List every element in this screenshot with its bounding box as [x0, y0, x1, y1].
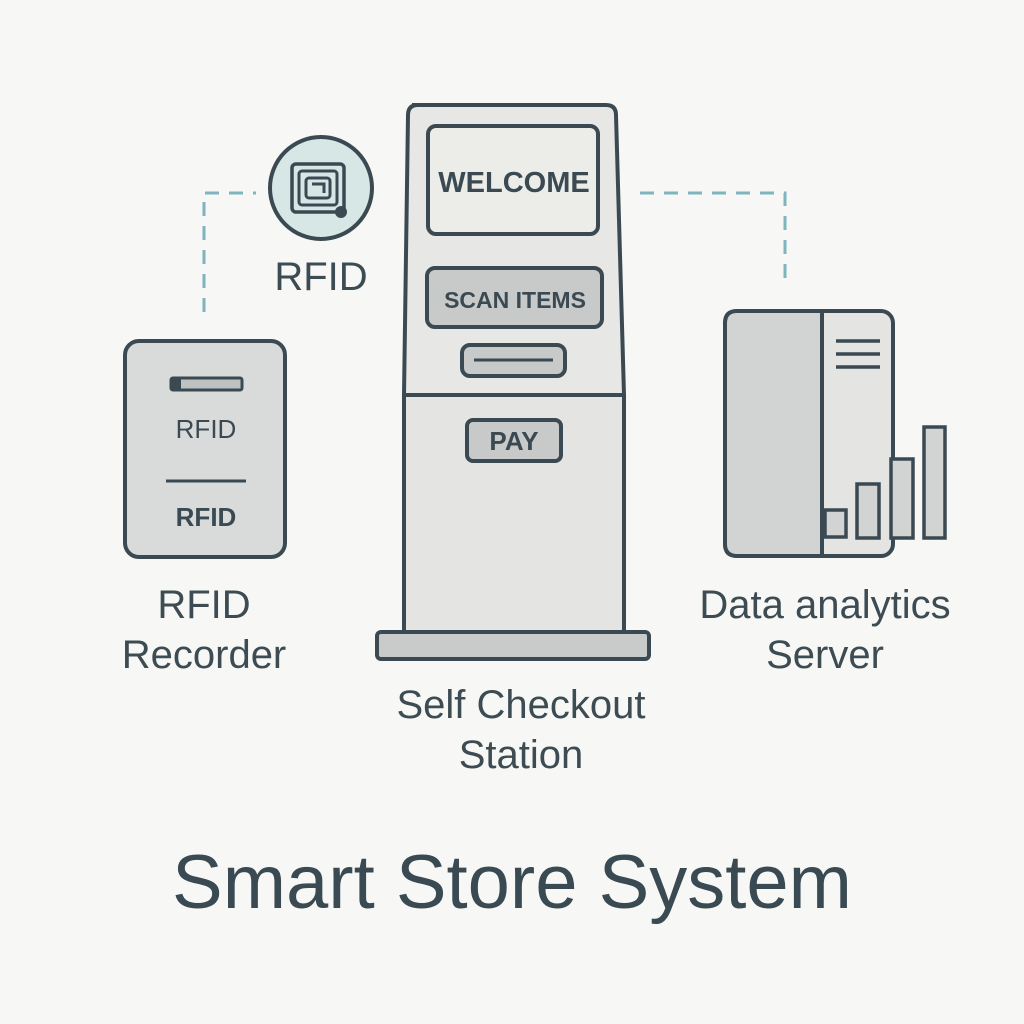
page-title: Smart Store System [172, 840, 852, 925]
pay-panel [465, 418, 563, 463]
rfid-recorder-caption: RFID Recorder [122, 580, 287, 680]
rfid-recorder-caption-line1: RFID [157, 583, 251, 627]
kiosk-caption-line2: Station [458, 733, 584, 777]
scan-items-panel [425, 266, 604, 329]
kiosk-caption-line1: Self Checkout [396, 683, 646, 727]
rfid-chip-icon [268, 135, 374, 241]
rfid-recorder-device [123, 339, 287, 559]
rfid-card-label-top: RFID [176, 414, 237, 444]
connector-kiosk-to-server [640, 191, 787, 285]
analytics-bars-icon [823, 425, 947, 540]
server-caption-line1: Data analytics [699, 583, 951, 627]
pay-label: PAY [489, 426, 538, 456]
kiosk-base [375, 630, 651, 661]
server-caption: Data analytics Server [699, 580, 950, 680]
rfid-icon-label: RFID [274, 255, 368, 299]
card-slot [169, 376, 244, 392]
kiosk-screen [426, 124, 600, 236]
self-checkout-kiosk [375, 103, 651, 661]
server-caption-line2: Server [766, 633, 884, 677]
data-analytics-server [723, 309, 947, 558]
connector-rfid-to-icon [202, 191, 256, 312]
rfid-recorder-caption-line2: Recorder [121, 633, 287, 677]
rfid-card-label-bottom: RFID [176, 502, 237, 532]
kiosk-caption: Self Checkout Station [396, 680, 645, 780]
kiosk-screen-text: WELCOME [438, 167, 589, 199]
scan-items-label: SCAN ITEMS [444, 287, 586, 313]
